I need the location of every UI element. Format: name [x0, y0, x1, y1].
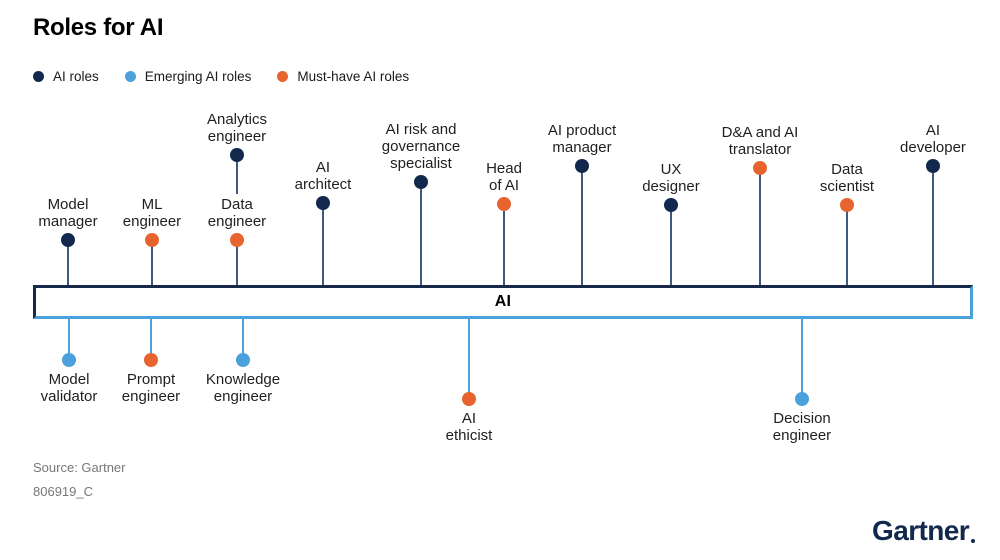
role-dot-analytics-engineer	[230, 148, 244, 162]
role-stem-prompt-engineer	[150, 319, 152, 360]
role-stem-ai-ethicist	[468, 319, 470, 399]
gartner-logo: Gartner	[872, 515, 975, 547]
role-label-prompt-engineer: Prompt engineer	[121, 371, 181, 405]
role-label-ml-engineer: ML engineer	[122, 196, 182, 230]
role-dot-d-a-and-ai-translator	[753, 161, 767, 175]
legend-label: Emerging AI roles	[144, 69, 252, 84]
role-dot-ai-ethicist	[462, 392, 476, 406]
role-stem-data-engineer	[236, 240, 238, 285]
legend-label: Must-have AI roles	[297, 69, 410, 84]
role-label-ai-architect: AI architect	[294, 159, 352, 193]
role-dot-ai-risk-and-governance-specialist	[414, 175, 428, 189]
must-have-ai-roles-dot-icon	[277, 71, 289, 82]
document-code: 806919_C	[33, 484, 93, 499]
role-dot-prompt-engineer	[144, 353, 158, 367]
role-label-decision-engineer: Decision engineer	[772, 410, 832, 444]
role-stem-ai-architect	[322, 203, 324, 285]
ai-bar-label: AI	[494, 293, 512, 310]
role-label-model-validator: Model validator	[40, 371, 98, 405]
role-stem-analytics-engineer	[236, 155, 238, 194]
role-label-data-engineer: Data engineer	[207, 196, 267, 230]
role-label-ai-ethicist: AI ethicist	[445, 410, 493, 444]
role-label-analytics-engineer: Analytics engineer	[206, 111, 268, 145]
registered-mark-icon	[971, 539, 975, 543]
page-title: Roles for AI	[33, 14, 164, 41]
role-dot-knowledge-engineer	[236, 353, 250, 367]
role-label-ai-developer: AI developer	[900, 122, 966, 156]
role-stem-ml-engineer	[151, 240, 153, 285]
role-label-knowledge-engineer: Knowledge engineer	[205, 371, 281, 405]
legend: AI roles Emerging AI roles Must-have AI …	[33, 69, 409, 84]
ai-bar: AI	[33, 285, 973, 319]
source-note: Source: Gartner 806919_C	[33, 456, 126, 504]
ai-roles-dot-icon	[33, 71, 44, 82]
role-label-d-a-and-ai-translator: D&A and AI translator	[721, 124, 799, 158]
role-dot-model-validator	[62, 353, 76, 367]
role-dot-model-manager	[61, 233, 75, 247]
role-stem-knowledge-engineer	[242, 319, 244, 360]
role-stem-ux-designer	[670, 205, 672, 285]
role-label-data-scientist: Data scientist	[819, 161, 875, 195]
role-dot-ai-product-manager	[575, 159, 589, 173]
legend-item-must-have-ai-roles: Must-have AI roles	[277, 69, 409, 84]
source-line: Source: Gartner	[33, 460, 126, 475]
gartner-logo-text: Gartner	[872, 515, 970, 546]
role-dot-data-engineer	[230, 233, 244, 247]
role-label-ux-designer: UX designer	[642, 161, 700, 195]
role-stem-ai-developer	[932, 166, 934, 285]
role-label-head-of-ai: Head of AI	[486, 160, 522, 194]
role-stem-head-of-ai	[503, 204, 505, 285]
legend-item-ai-roles: AI roles	[33, 69, 99, 84]
role-stem-ai-risk-and-governance-specialist	[420, 182, 422, 285]
role-dot-ml-engineer	[145, 233, 159, 247]
role-stem-data-scientist	[846, 205, 848, 285]
role-stem-model-validator	[68, 319, 70, 360]
role-dot-ux-designer	[664, 198, 678, 212]
legend-label: AI roles	[53, 69, 99, 84]
role-dot-head-of-ai	[497, 197, 511, 211]
role-stem-decision-engineer	[801, 319, 803, 399]
role-label-ai-risk-and-governance-specialist: AI risk and governance specialist	[381, 121, 461, 172]
role-stem-ai-product-manager	[581, 166, 583, 285]
role-dot-data-scientist	[840, 198, 854, 212]
role-dot-decision-engineer	[795, 392, 809, 406]
role-label-model-manager: Model manager	[38, 196, 98, 230]
emerging-ai-roles-dot-icon	[124, 71, 136, 82]
role-stem-d-a-and-ai-translator	[759, 168, 761, 285]
legend-item-emerging-ai-roles: Emerging AI roles	[124, 69, 252, 84]
role-stem-model-manager	[67, 240, 69, 285]
role-label-ai-product-manager: AI product manager	[547, 122, 617, 156]
role-dot-ai-architect	[316, 196, 330, 210]
role-dot-ai-developer	[926, 159, 940, 173]
